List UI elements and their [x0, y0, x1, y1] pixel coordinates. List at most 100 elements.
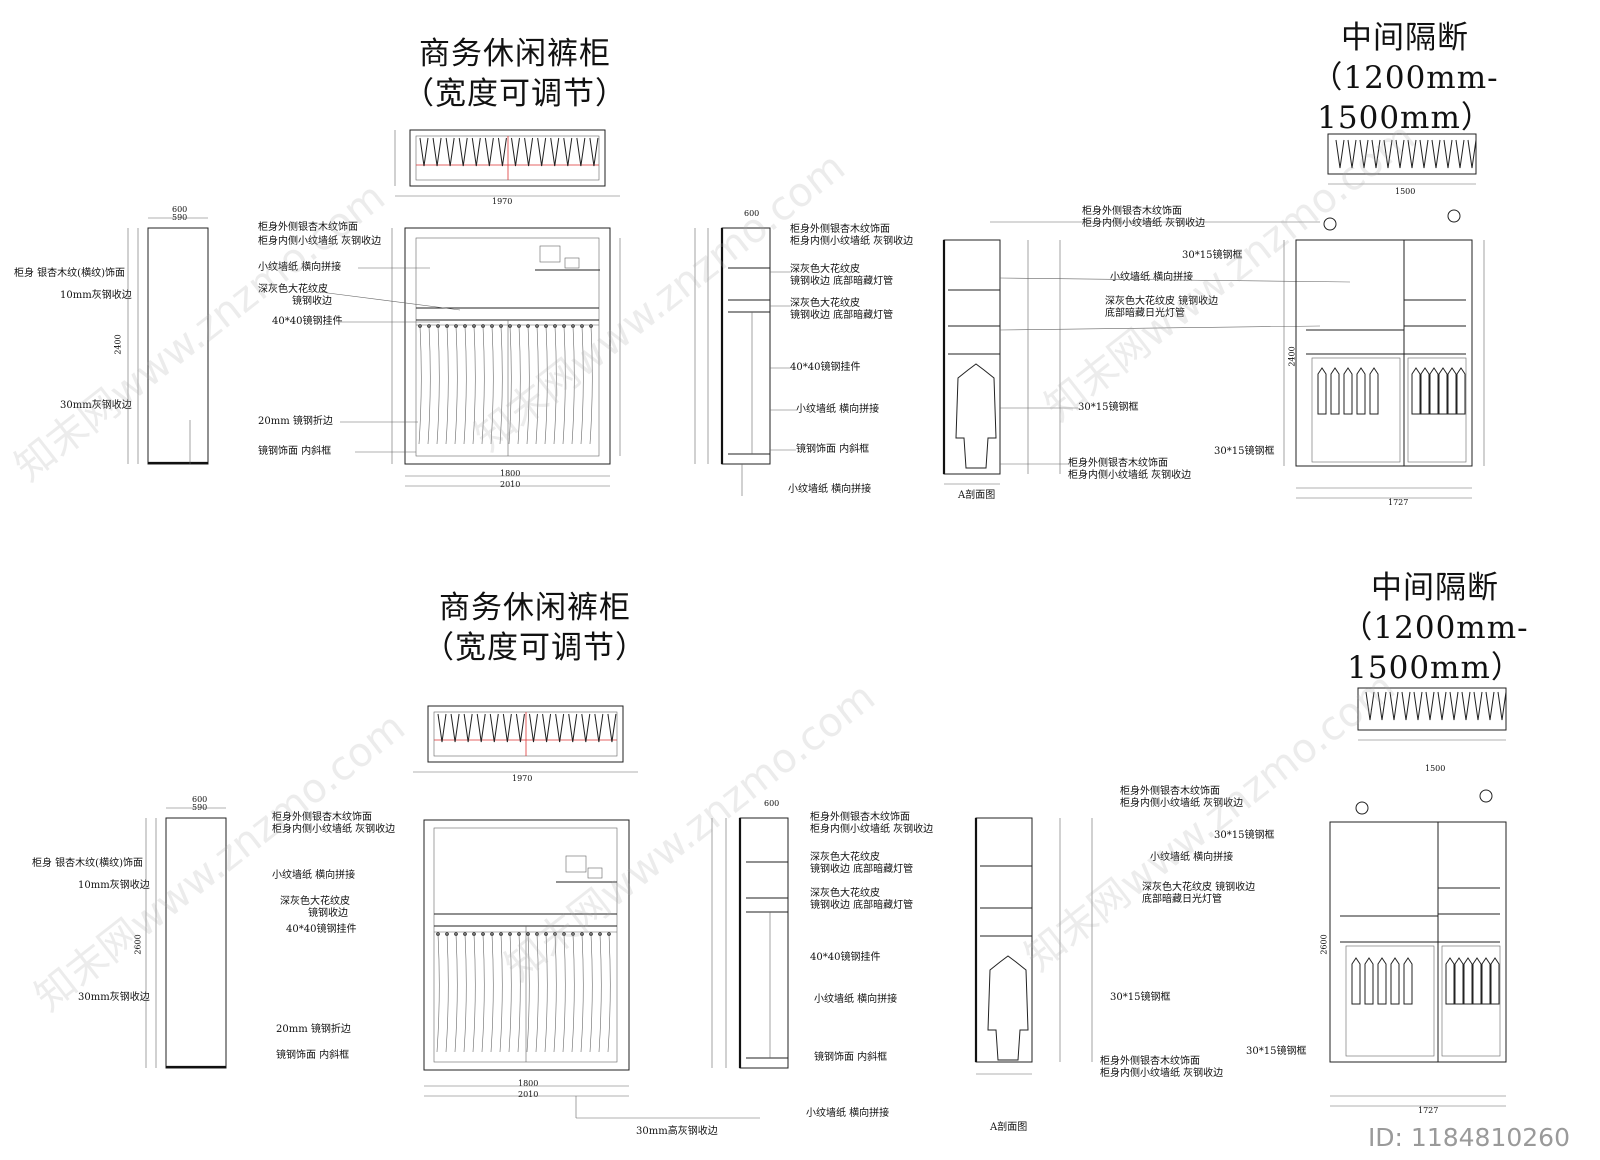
curtain-ring — [526, 324, 530, 328]
curtain-ring — [445, 324, 449, 328]
curtain-fold — [454, 325, 458, 445]
cabinet-title-2: 商务休闲裤柜 （宽度可调节） — [390, 588, 680, 668]
curtain-ring — [454, 932, 458, 936]
section-note-3b: 深灰色大花纹皮 — [810, 852, 880, 863]
suit-outline — [1438, 367, 1448, 415]
curtain-ring — [490, 932, 494, 936]
dim-section-width: 600 — [744, 209, 760, 218]
curtain-fold — [607, 933, 611, 1053]
curtain-fold — [508, 325, 512, 445]
curtain-fold — [553, 325, 557, 445]
curtain-ring — [463, 932, 467, 936]
curtain-ring — [499, 932, 503, 936]
title-main: 商务休闲裤柜 — [419, 36, 611, 72]
suit-outline — [1377, 957, 1387, 1005]
partition-note-9: 柜身内侧小纹墙纸 灰钢收边 — [1068, 470, 1192, 481]
section-note-10b: 小纹墙纸 横向拼接 — [806, 1108, 890, 1119]
dim-front-inner: 1800 — [500, 469, 521, 478]
curtain-ring — [553, 324, 557, 328]
curtain-ring — [508, 324, 512, 328]
section-note-7: 40*40镜钢挂件 — [790, 362, 861, 373]
suit-outline — [1456, 367, 1466, 415]
curtain-fold — [490, 325, 494, 445]
dim-side-width-2: 600 — [192, 795, 208, 804]
hanger-outline — [1401, 691, 1411, 721]
partition-note-6b: 底部暗藏日光灯管 — [1142, 894, 1222, 905]
curtain-fold — [544, 933, 548, 1053]
suit-outline — [1411, 367, 1421, 415]
front-note-7: 20mm 镜钢折边 — [258, 416, 333, 427]
dim-partition-plan-2: 1500 — [1425, 764, 1446, 773]
suit-outline — [1317, 367, 1327, 415]
hanger-outline — [568, 713, 578, 743]
front-note-6: 40*40镜钢挂件 — [272, 316, 343, 327]
hanger-outline — [1455, 139, 1465, 169]
hanger-outline — [1371, 139, 1381, 169]
cabinet-title: 商务休闲裤柜 （宽度可调节） — [370, 34, 660, 114]
front-note-8b: 镜钢饰面 内斜框 — [276, 1050, 350, 1061]
hanger-outline — [1497, 691, 1507, 721]
section-note-2b: 柜身内侧小纹墙纸 灰钢收边 — [810, 824, 934, 835]
curtain-ring — [571, 324, 575, 328]
title-sub: （宽度可调节） — [403, 76, 627, 112]
front-note-3: 小纹墙纸 横向拼接 — [258, 262, 342, 273]
curtain-ring — [517, 324, 521, 328]
front-note-1b: 柜身外侧银杏木纹饰面 — [272, 812, 372, 823]
side-note-2: 10mm灰钢收边 — [60, 290, 132, 301]
front-note-7b: 20mm 镜钢折边 — [276, 1024, 351, 1035]
hanger-outline — [1461, 691, 1471, 721]
hanger-outline — [524, 137, 534, 167]
partition-note-2: 柜身内侧小纹墙纸 灰钢收边 — [1082, 218, 1206, 229]
curtain-ring — [481, 324, 485, 328]
partition-note-8: 柜身外侧银杏木纹饰面 — [1068, 458, 1168, 469]
hanger-outline — [489, 713, 499, 743]
curtain-fold — [490, 933, 494, 1053]
curtain-fold — [481, 933, 485, 1053]
curtain-ring — [562, 324, 566, 328]
section-note-9b: 镜钢饰面 内斜框 — [814, 1052, 888, 1063]
dim-plan-width: 1970 — [492, 197, 513, 206]
curtain-ring — [436, 932, 440, 936]
dim-side-width: 600 — [172, 205, 188, 214]
curtain-ring — [463, 324, 467, 328]
suit-outline — [1403, 957, 1413, 1005]
hanger-outline — [1383, 139, 1393, 169]
curtain-fold — [463, 325, 467, 445]
dim-partition-plan: 1500 — [1395, 187, 1416, 196]
suit-outline — [1356, 367, 1366, 415]
dim-partition-width: 1727 — [1388, 498, 1409, 507]
partition-note-10b: 30*15镜钢框 — [1246, 1046, 1307, 1057]
curtain-fold — [499, 325, 503, 445]
section-note-4b: 镜钢收边 底部暗藏灯管 — [810, 864, 914, 875]
section-note-3: 深灰色大花纹皮 — [790, 264, 860, 275]
partition-note-3: 30*15镜钢框 — [1182, 250, 1243, 261]
curtain-fold — [535, 325, 539, 445]
hanger-outline — [555, 713, 565, 743]
hanger-outline — [589, 137, 599, 167]
curtain-fold — [589, 325, 593, 445]
curtain-ring — [508, 932, 512, 936]
hanger-outline — [1449, 691, 1459, 721]
hanger-outline — [1347, 139, 1357, 169]
hanger-outline — [502, 713, 512, 743]
section-note-10: 小纹墙纸 横向拼接 — [788, 484, 872, 495]
hanger-outline — [419, 137, 429, 167]
curtain-ring — [445, 932, 449, 936]
curtain-ring — [472, 324, 476, 328]
front-note-3b: 小纹墙纸 横向拼接 — [272, 870, 356, 881]
hanger-outline — [537, 137, 547, 167]
curtain-ring — [535, 932, 539, 936]
curtain-fold — [526, 325, 530, 445]
section-note-1b: 柜身外侧银杏木纹饰面 — [810, 812, 910, 823]
curtain-ring — [544, 324, 548, 328]
section-note-6b: 镜钢收边 底部暗藏灯管 — [810, 900, 914, 911]
front-note-5b: 镜钢收边 — [308, 908, 348, 919]
dim-section-width-2: 600 — [764, 799, 780, 808]
curtain-ring — [589, 324, 593, 328]
section-note-7b: 40*40镜钢挂件 — [810, 952, 881, 963]
side-note-1b: 柜身 银杏木纹(横纹)饰面 — [32, 858, 143, 869]
hanger-outline — [476, 713, 486, 743]
suit-outline — [1472, 957, 1482, 1005]
curtain-fold — [472, 325, 476, 445]
hanger-outline — [1377, 691, 1387, 721]
